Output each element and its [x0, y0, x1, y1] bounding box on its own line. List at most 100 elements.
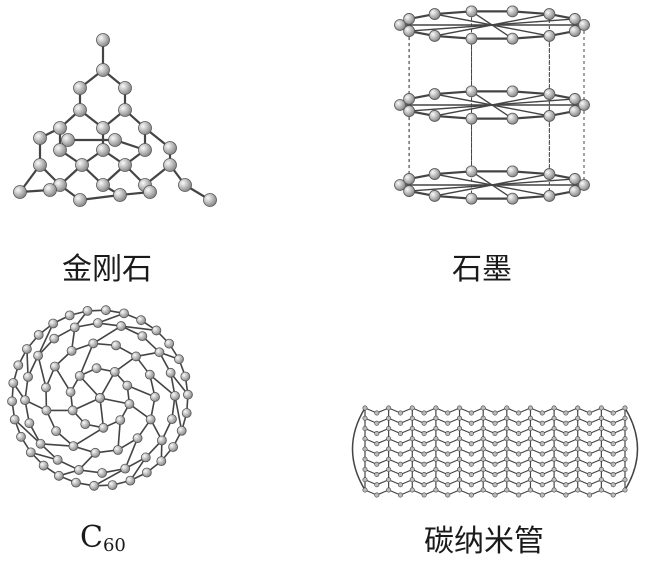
carbon-atom: [137, 331, 148, 341]
carbon-atom: [75, 158, 89, 172]
carbon-atom: [551, 487, 557, 493]
carbon-atom: [111, 340, 121, 351]
carbon-atom: [445, 471, 451, 477]
carbon-atom: [551, 446, 557, 452]
carbon-atom: [170, 390, 180, 401]
carbon-atom: [362, 425, 368, 431]
carbon-atom: [575, 466, 581, 472]
carbon-atom: [480, 466, 486, 472]
bond: [434, 10, 472, 16]
carbon-atom: [120, 463, 131, 474]
carbon-atom: [506, 165, 519, 178]
carbon-atom: [141, 467, 152, 478]
carbon-atom: [468, 441, 474, 447]
carbon-atom: [468, 451, 474, 457]
carbon-atom: [53, 121, 67, 135]
carbon-atom: [421, 430, 427, 436]
carbon-atom: [575, 456, 581, 462]
carbon-atom: [138, 143, 152, 157]
carbon-atom: [539, 430, 545, 436]
carbon-atom: [33, 131, 47, 145]
carbon-atom: [539, 420, 545, 426]
carbon-atom: [80, 419, 91, 430]
carbon-atom: [41, 405, 52, 416]
bond: [174, 395, 183, 431]
carbon-atom: [362, 487, 368, 493]
carbon-atom: [480, 487, 486, 493]
bond: [14, 418, 42, 445]
carbon-atom: [445, 430, 451, 436]
carbon-atom: [527, 425, 533, 431]
carbon-atom: [24, 418, 35, 429]
bond: [37, 355, 47, 388]
bond: [54, 366, 72, 393]
carbon-atom: [73, 465, 84, 475]
diamond-structure: [13, 33, 217, 207]
bond: [512, 34, 550, 40]
carbon-atom: [504, 466, 510, 472]
carbon-atom: [421, 461, 427, 467]
carbon-atom: [433, 425, 439, 431]
carbon-atom: [397, 410, 403, 416]
tube-right-cap: [624, 407, 639, 491]
carbon-atom: [563, 430, 569, 436]
carbon-atom: [465, 85, 478, 98]
carbon-atom: [143, 185, 157, 199]
carbon-atom: [480, 436, 486, 442]
bond: [99, 371, 116, 399]
carbon-atom: [145, 414, 156, 425]
carbon-atom: [457, 487, 463, 493]
carbon-atom: [7, 396, 17, 407]
carbon-atom: [181, 408, 192, 418]
bond: [434, 114, 472, 120]
carbon-atom: [131, 351, 141, 362]
carbon-atom: [445, 441, 451, 447]
carbon-atom: [468, 430, 474, 436]
carbon-atom: [598, 405, 604, 411]
carbon-atom: [587, 492, 593, 498]
carbon-atom: [551, 477, 557, 483]
carbon-atom: [539, 410, 545, 416]
bond: [121, 325, 157, 332]
carbon-atom: [386, 415, 392, 421]
bond: [434, 34, 472, 40]
carbon-atom: [527, 487, 533, 493]
carbon-atom: [504, 405, 510, 411]
carbon-atom: [492, 492, 498, 498]
carbon-atom: [107, 480, 118, 491]
carbon-atom: [563, 420, 569, 426]
bond: [434, 194, 472, 200]
carbon-atom: [551, 456, 557, 462]
carbon-atom: [551, 425, 557, 431]
bond: [149, 374, 176, 397]
carbon-atom: [362, 436, 368, 442]
bond: [512, 10, 550, 16]
carbon-atom: [150, 392, 160, 402]
carbon-atom: [154, 347, 165, 358]
carbon-atom: [403, 185, 416, 197]
carbon-atom: [568, 13, 581, 25]
carbon-atom: [428, 8, 441, 20]
carbon-atom: [527, 405, 533, 411]
carbon-atom: [428, 30, 441, 42]
carbon-atom: [465, 32, 478, 45]
carbon-atom: [516, 441, 522, 447]
carbon-atom: [109, 366, 120, 377]
carbon-atom: [516, 410, 522, 416]
carbon-atom: [397, 461, 403, 467]
carbon-atom: [568, 93, 581, 105]
carbon-atom: [176, 425, 187, 436]
carbon-atom: [465, 192, 478, 205]
carbon-atom: [100, 305, 111, 316]
carbon-atom: [539, 461, 545, 467]
carbon-atom: [90, 447, 101, 458]
carbon-atom: [48, 318, 59, 329]
carbon-atom: [527, 477, 533, 483]
carbon-atom: [504, 487, 510, 493]
carbon-atom: [622, 487, 628, 493]
carbon-atom: [551, 436, 557, 442]
carbon-atom: [492, 441, 498, 447]
bond: [126, 384, 156, 398]
carbon-atom: [568, 173, 581, 185]
carbon-atom: [575, 487, 581, 493]
